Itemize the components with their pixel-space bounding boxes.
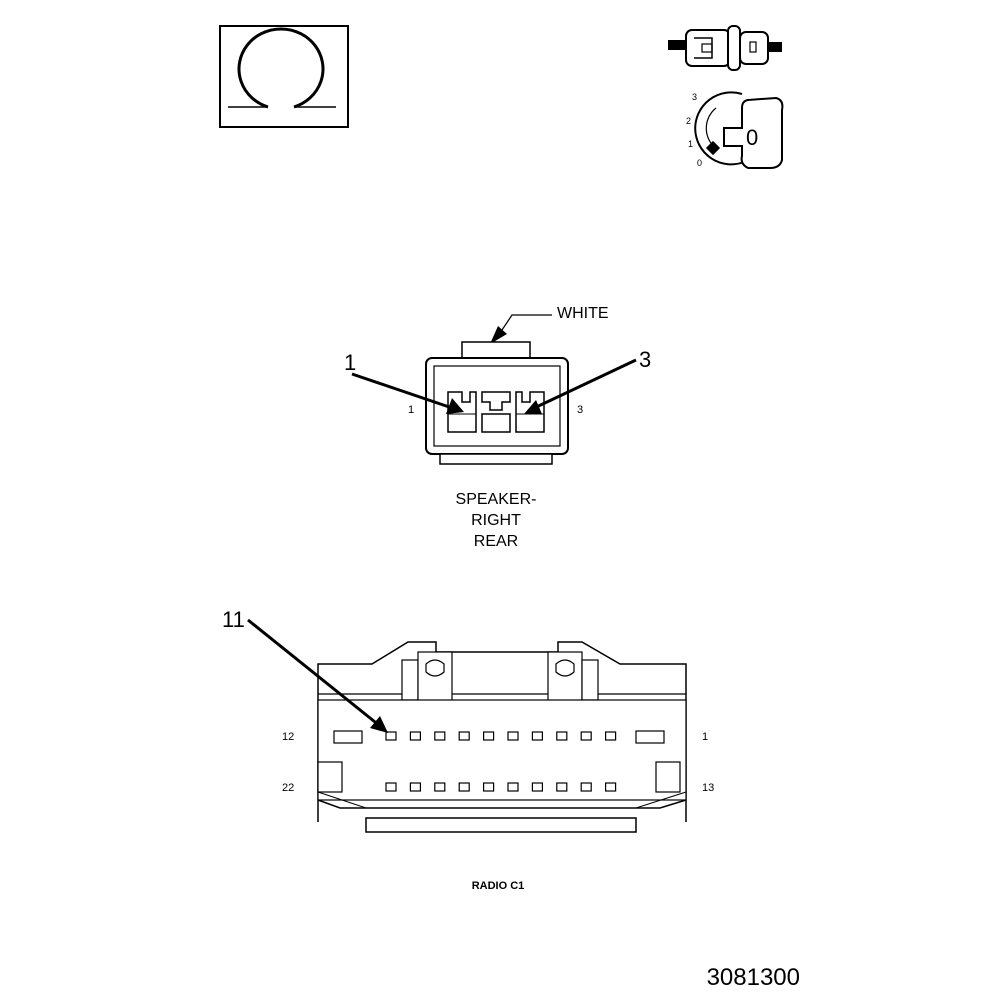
key-glyph: 0 (746, 125, 758, 150)
radio-pin-cavity-bottom-10 (604, 782, 617, 792)
radio-pin-cavity-top-6 (507, 731, 519, 741)
radio-pin11-arrowhead (370, 716, 388, 733)
radio-pin-cavity-bottom-5 (483, 782, 495, 792)
radio-pin-label-12: 12 (282, 731, 294, 743)
rotation-symbol-icon (219, 25, 349, 128)
radio-pin-cavity-top-10 (604, 731, 617, 741)
radio-pin-cavity-top-8 (556, 731, 568, 741)
radio-pin11-arrow (247, 618, 381, 728)
radio-pin-label-22: 22 (282, 782, 294, 794)
speaker-pin3-arrowhead (524, 400, 542, 414)
speaker-title-line-3: REAR (474, 533, 518, 550)
speaker-connector-drawing (425, 314, 569, 465)
key-position-0: 0 (697, 158, 702, 168)
speaker-pin-label-3: 3 (577, 404, 583, 416)
ignition-switch-icon: 0 (694, 91, 784, 169)
radio-pin-cavity-top-5 (483, 731, 495, 741)
radio-pin-label-1: 1 (702, 731, 708, 743)
radio-pin-cavity-bottom-1 (385, 782, 397, 792)
connector-color-label: WHITE (557, 305, 609, 322)
speaker-pin1-arrow (351, 372, 459, 412)
radio-pin-cavity-top-9 (580, 731, 592, 741)
key-position-1: 1 (688, 139, 693, 149)
radio-pin-label-13: 13 (702, 782, 714, 794)
radio-pin-cavity-top-3 (434, 731, 446, 741)
radio-pin-row-top (385, 731, 617, 741)
radio-connector-drawing (317, 641, 687, 833)
figure-number: 3081300 (707, 964, 800, 991)
speaker-callout-3: 3 (639, 347, 651, 372)
radio-pin-cavity-top-7 (531, 731, 544, 741)
radio-connector-title: RADIO C1 (472, 880, 525, 892)
key-position-2: 2 (686, 116, 691, 126)
radio-pin-cavity-top-1 (385, 731, 397, 741)
radio-pin-cavity-bottom-9 (580, 782, 592, 792)
key-position-3: 3 (692, 92, 697, 102)
radio-pin-cavity-bottom-8 (556, 782, 568, 792)
speaker-title-line-2: RIGHT (471, 512, 521, 529)
radio-pin-cavity-bottom-3 (434, 782, 446, 792)
radio-pin-row-bottom (385, 782, 617, 792)
speaker-pin1-arrowhead (446, 398, 464, 414)
radio-pin-cavity-bottom-4 (458, 782, 470, 792)
speaker-pin3-arrow (529, 358, 637, 412)
radio-pin-cavity-top-2 (409, 731, 421, 741)
radio-pin-cavity-top-4 (458, 731, 470, 741)
speaker-pin-label-1: 1 (408, 404, 414, 416)
radio-callout-11: 11 (222, 607, 245, 632)
radio-pin-cavity-bottom-6 (507, 782, 519, 792)
key-fob-icon (668, 25, 782, 71)
radio-pin-cavity-bottom-2 (409, 782, 421, 792)
speaker-callout-1: 1 (344, 350, 356, 375)
speaker-title-line-1: SPEAKER- (456, 491, 537, 508)
radio-pin-cavity-bottom-7 (531, 782, 544, 792)
